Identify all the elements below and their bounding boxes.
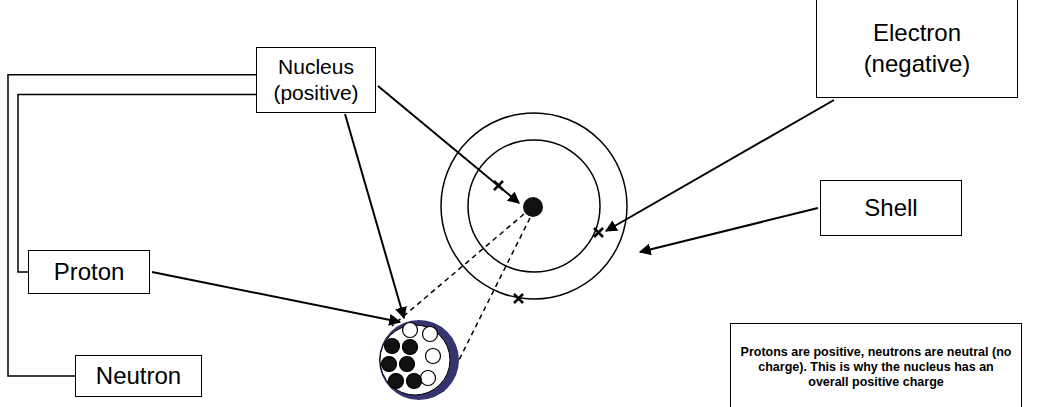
note-box: Protons are positive, neutrons are neutr… xyxy=(730,323,1022,407)
label-box: Shell xyxy=(820,180,962,236)
label-text: Proton xyxy=(54,258,125,287)
nucleus-dot xyxy=(523,197,543,217)
label-text: Protons are positive, neutrons are neutr… xyxy=(737,345,1015,390)
zoom-lines xyxy=(392,214,530,394)
label-text: Neutron xyxy=(96,362,181,391)
label-box: Nucleus (positive) xyxy=(256,47,376,113)
zoom-rim xyxy=(379,320,459,400)
outer-shell xyxy=(441,113,627,299)
bracket-line xyxy=(8,75,256,376)
inner-shell xyxy=(468,140,600,272)
electron-marks xyxy=(494,181,603,303)
label-text: Nucleus (positive) xyxy=(263,54,369,107)
label-box: Electron (negative) xyxy=(816,0,1018,98)
bracket-line xyxy=(18,95,256,272)
label-box: Neutron xyxy=(75,355,202,397)
leader-arrows xyxy=(152,86,834,322)
label-text: Electron (negative) xyxy=(823,17,1011,79)
label-box: Proton xyxy=(28,250,150,294)
label-text: Shell xyxy=(864,194,917,223)
neutrons xyxy=(382,339,422,389)
